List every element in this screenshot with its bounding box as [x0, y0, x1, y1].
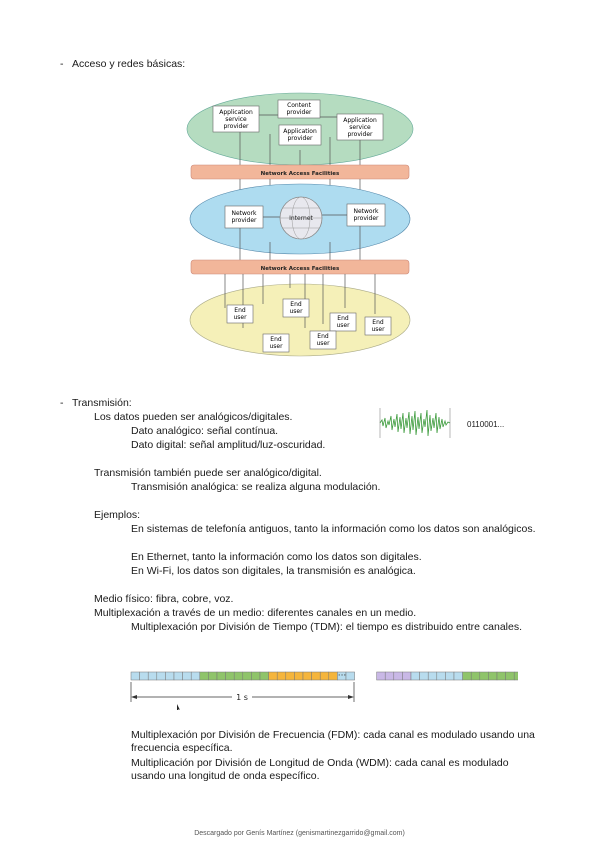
tdm-slot	[513, 671, 518, 681]
transmission-line1a: Dato analógico: señal contínua.	[131, 425, 279, 437]
transmission-line2: Transmisión también puede ser analógico/…	[94, 467, 322, 479]
tdm-slot	[436, 671, 446, 681]
network-access-label-top: Network Access Facilities	[261, 171, 340, 177]
tdm-slot	[402, 671, 412, 681]
tdm-slot	[225, 671, 235, 681]
tdm-slot	[156, 671, 166, 681]
tdm-slot	[419, 671, 429, 681]
tdm-slot	[479, 671, 489, 681]
example-2: En Ethernet, tanto la información como l…	[131, 551, 422, 563]
network-access-bar-top	[190, 164, 410, 180]
tdm-slot	[393, 671, 403, 681]
tdm-slot	[488, 671, 498, 681]
tdm-slot	[427, 671, 438, 681]
cursor-icon	[177, 704, 180, 710]
tdm-slot	[319, 671, 330, 681]
tdm-slot	[182, 671, 192, 681]
tdm-slot	[173, 671, 183, 681]
multiplexacion: Multiplexación a través de un medio: dif…	[94, 607, 417, 619]
example-1: En sistemas de telefonía antiguos, tanto…	[131, 523, 536, 535]
tdm-slot	[233, 671, 244, 681]
tdm-slot	[276, 671, 287, 681]
tdm-slot	[462, 671, 472, 681]
tdm-slot	[190, 671, 201, 681]
medio-fisico: Medio físico: fibra, cobre, voz.	[94, 593, 234, 605]
tdm-slot	[453, 671, 463, 681]
end-user-layer-ellipse	[189, 283, 411, 357]
tdm-description: Multiplexación por División de Tiempo (T…	[131, 621, 523, 633]
page-footer: Descargado por Genís Martínez (genismart…	[194, 830, 405, 837]
tdm-slot	[130, 671, 140, 681]
tdm-slot	[345, 671, 355, 681]
tdm-slot	[251, 671, 261, 681]
tdm-slot	[311, 671, 321, 681]
tdm-time-label: 1 s	[236, 693, 248, 702]
tdm-slot	[285, 671, 295, 681]
network-access-label-bottom: Network Access Facilities	[261, 266, 340, 272]
tdm-slot	[216, 671, 226, 681]
examples-title: Ejemplos:	[94, 509, 141, 521]
internet-globe-icon: Internet	[279, 196, 323, 240]
wdm-description: Multiplicación por División de Longitud …	[131, 757, 509, 782]
tdm-slot	[445, 671, 455, 681]
tdm-slot	[165, 671, 175, 681]
network-access-bar-bottom	[190, 259, 410, 275]
bullet-access: -	[60, 58, 64, 70]
digital-signal-label: 0110001...	[467, 420, 505, 429]
tdm-slot	[139, 671, 149, 681]
tdm-slot	[199, 671, 209, 681]
tdm-slot	[208, 671, 218, 681]
tdm-slot	[505, 671, 515, 681]
transmission-line2a: Transmisión analógica: se realiza alguna…	[131, 481, 381, 493]
tdm-slot	[259, 671, 269, 681]
fdm-description: Multiplexación por División de Frecuenci…	[131, 729, 535, 754]
example-3: En Wi-Fi, los datos son digitales, la tr…	[131, 565, 416, 577]
tdm-slot	[410, 671, 420, 681]
tdm-slot	[302, 671, 312, 681]
tdm-slot	[242, 671, 252, 681]
tdm-slot	[384, 671, 395, 681]
tdm-slot	[496, 671, 506, 681]
tdm-slot	[294, 671, 304, 681]
tdm-slot	[147, 671, 158, 681]
transmission-line1b: Dato digital: señal amplitud/luz-oscurid…	[131, 439, 326, 451]
tdm-slot	[268, 671, 278, 681]
tdm-figure: ··· 1 s	[130, 671, 518, 710]
bullet-transmission: -	[60, 397, 64, 409]
tdm-slot	[328, 671, 338, 681]
transmission-line1: Los datos pueden ser analógicos/digitale…	[94, 411, 293, 423]
svg-text:Internet: Internet	[289, 215, 313, 222]
tdm-slot	[470, 671, 481, 681]
section-title-access: Acceso y redes básicas:	[72, 58, 186, 70]
tdm-ellipsis: ···	[338, 671, 347, 681]
section-title-transmission: Transmisión:	[72, 397, 132, 409]
analog-wave-figure	[379, 408, 451, 438]
tdm-slot	[376, 671, 386, 681]
